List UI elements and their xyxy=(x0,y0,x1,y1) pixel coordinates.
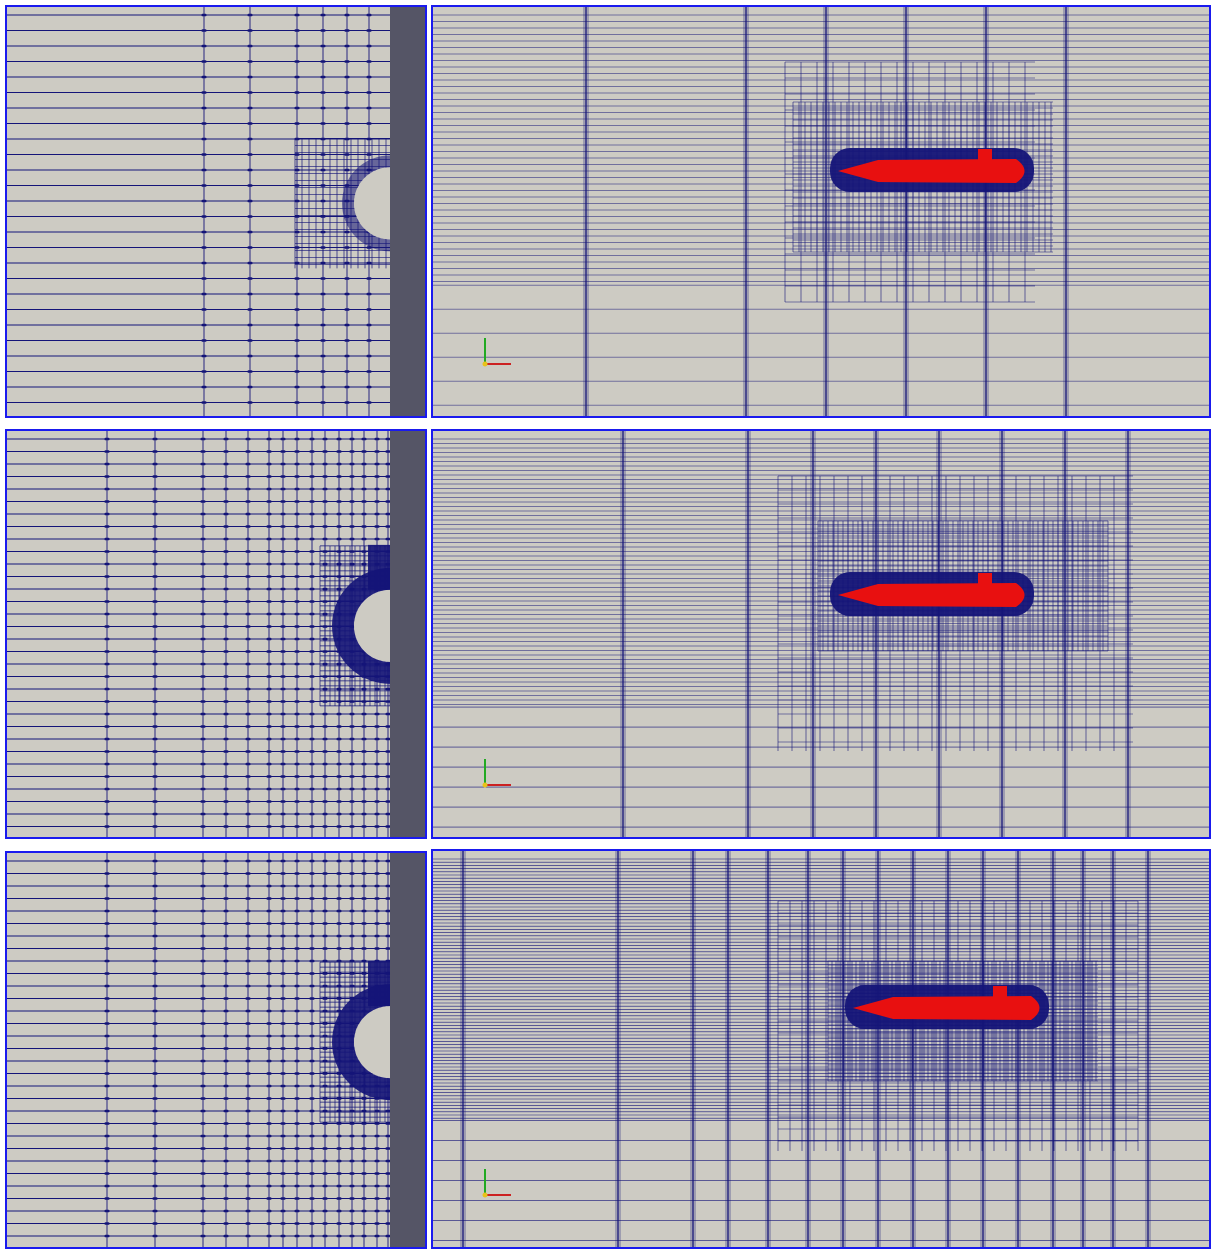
submarine-hull xyxy=(830,148,1034,192)
domain-wall xyxy=(390,431,425,837)
side-view-panel-fine xyxy=(431,849,1211,1249)
domain-wall xyxy=(390,7,425,416)
side-view-panel-coarse xyxy=(431,5,1211,418)
submarine-hull xyxy=(830,572,1034,616)
side-view-mesh xyxy=(433,851,1209,1247)
submarine-hull xyxy=(845,985,1049,1029)
orientation-axes-icon xyxy=(482,338,511,367)
cross-section-mesh xyxy=(7,7,425,416)
cross-section-mesh xyxy=(7,853,425,1247)
cross-section-panel-fine xyxy=(5,851,427,1249)
mesh-grid xyxy=(433,851,1209,1247)
cross-section-mesh xyxy=(7,431,425,837)
cross-section-panel-coarse xyxy=(5,5,427,418)
side-view-panel-medium xyxy=(431,429,1211,839)
orientation-axes-icon xyxy=(482,759,511,788)
mesh-grid xyxy=(433,7,1209,416)
cross-section-panel-medium xyxy=(5,429,427,839)
side-view-mesh xyxy=(433,431,1209,837)
side-view-mesh xyxy=(433,7,1209,416)
orientation-axes-icon xyxy=(482,1169,511,1198)
domain-wall xyxy=(390,853,425,1247)
mesh-grid xyxy=(433,431,1209,837)
